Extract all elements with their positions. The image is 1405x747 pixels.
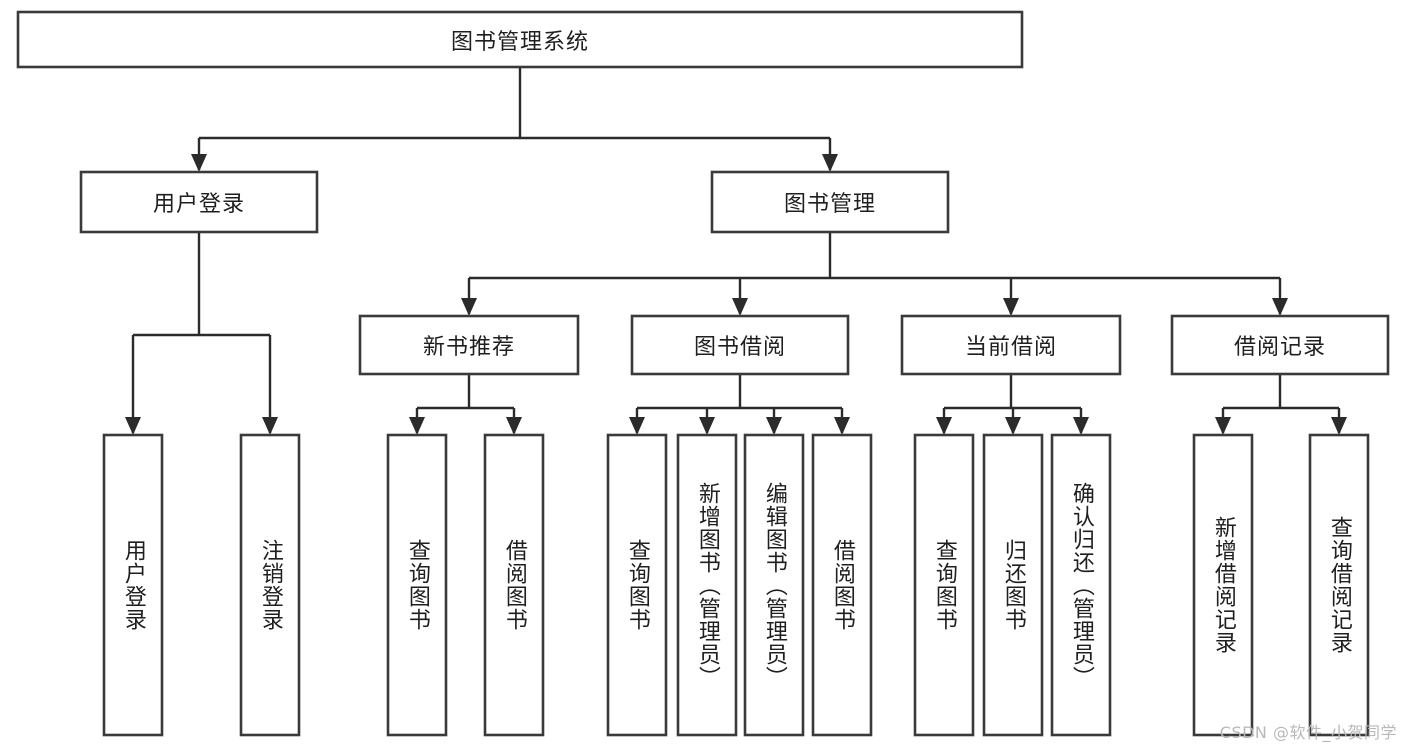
arrow-head-icon	[936, 417, 952, 435]
leaf-node-box-7[interactable]	[811, 433, 873, 737]
leaf-node-box-0[interactable]	[102, 433, 164, 737]
leaf-node-box-4[interactable]	[606, 433, 668, 737]
arrow-head-icon	[629, 417, 645, 435]
arrow-head-icon	[732, 298, 748, 316]
level2-node-box-1[interactable]	[710, 170, 950, 234]
leaf-node-box-2[interactable]	[386, 433, 448, 737]
level3-node-box-1[interactable]	[630, 314, 850, 376]
arrow-head-icon	[191, 154, 207, 172]
leaf-node-box-5[interactable]	[676, 433, 738, 737]
arrow-head-icon	[262, 417, 278, 435]
arrow-head-icon	[1005, 417, 1021, 435]
arrow-head-icon	[699, 417, 715, 435]
level3-node-box-0[interactable]	[358, 314, 580, 376]
leaf-node-box-11[interactable]	[1192, 433, 1254, 737]
leaf-node-box-6[interactable]	[743, 433, 805, 737]
arrow-head-icon	[822, 154, 838, 172]
arrow-head-icon	[1272, 298, 1288, 316]
arrow-head-icon	[409, 417, 425, 435]
leaf-node-box-10[interactable]	[1050, 433, 1112, 737]
arrow-head-icon	[506, 417, 522, 435]
arrow-head-icon	[834, 417, 850, 435]
watermark: CSDN @软件_小贺同学	[1219, 723, 1397, 742]
level3-node-box-2[interactable]	[900, 314, 1122, 376]
connectors-layer	[125, 67, 1347, 435]
arrow-head-icon	[125, 417, 141, 435]
arrow-head-icon	[1331, 417, 1347, 435]
leaf-node-box-9[interactable]	[982, 433, 1044, 737]
arrow-head-icon	[1215, 417, 1231, 435]
leaf-node-box-12[interactable]	[1308, 433, 1370, 737]
root-node-box[interactable]	[16, 10, 1024, 69]
level3-node-box-3[interactable]	[1170, 314, 1390, 376]
leaf-node-box-3[interactable]	[483, 433, 545, 737]
arrow-head-icon	[1003, 298, 1019, 316]
arrow-head-icon	[461, 298, 477, 316]
level2-node-box-0[interactable]	[79, 170, 319, 234]
leaf-node-box-1[interactable]	[239, 433, 301, 737]
leaf-node-box-8[interactable]	[913, 433, 975, 737]
boxes-layer	[16, 10, 1390, 737]
arrow-head-icon	[1073, 417, 1089, 435]
arrow-head-icon	[766, 417, 782, 435]
